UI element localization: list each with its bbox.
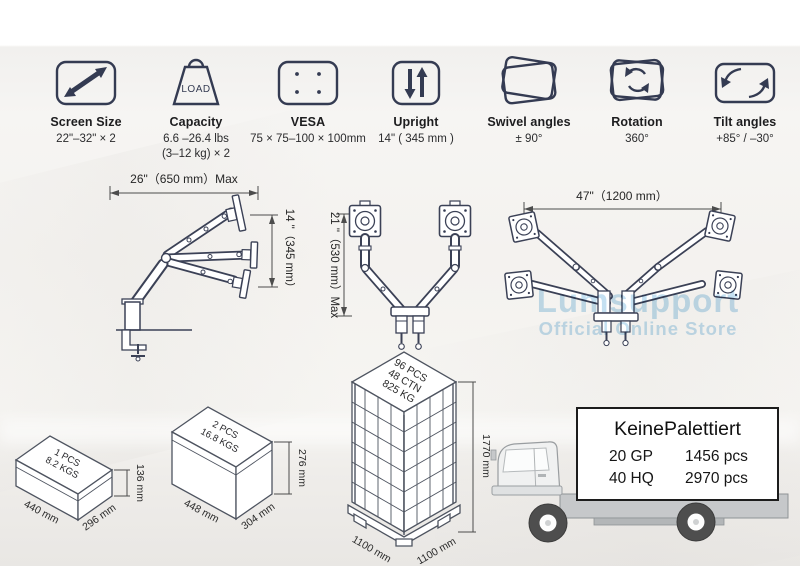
spec-rotation: Rotation 360°: [577, 56, 697, 147]
truck-rear-wheel: [676, 502, 716, 542]
pallet-stack: 96 PCS 48 CTN 825 KG 1770 mm 1100 mm 110…: [347, 351, 492, 564]
vesa-plate-top-right: [704, 210, 736, 242]
carton-grid: [351, 384, 457, 535]
vesa-plate-icon: [277, 60, 339, 106]
left-monitor-plate: [348, 200, 382, 238]
side-width-dimension: 26"（650 mm）Max: [109, 172, 259, 200]
vesa-plate-top: [221, 194, 247, 232]
spec-value: +85° / –30°: [716, 133, 774, 145]
front-height-label: 21 "（530 mm）Max: [328, 212, 341, 319]
sign-title: KeinePalettiert: [614, 418, 741, 440]
vesa-plate-bottom-left: [504, 270, 534, 300]
load-icon-text: LOAD: [181, 84, 210, 95]
spec-label: Capacity: [169, 115, 223, 129]
rotation-icon: [609, 58, 665, 102]
load-weight-icon: LOAD: [172, 58, 220, 106]
pallet-top-text: 96 PCS 48 CTN 825 KG: [380, 356, 429, 405]
pallet-base-right-label: 1100 mm: [415, 535, 458, 564]
top-view-drawing: 47"（1200 mm）: [504, 189, 743, 347]
sign-row-40hq: 40 HQ 2970 pcs: [609, 470, 777, 488]
spec-label: Tilt angles: [713, 115, 777, 129]
pallet-height-label: 1770 mm: [480, 434, 492, 478]
spec-value: 360°: [625, 133, 649, 145]
carton-box-1: 1 PCS 8.2 KGS 136 mm 440 mm 296 mm: [14, 435, 146, 533]
front-height-dimension: 21 "（530 mm）Max: [328, 212, 352, 319]
spec-vesa: VESA 75 × 75–100 × 100mm: [248, 56, 368, 147]
truck-skirt: [593, 517, 725, 526]
truck-door-handle: [538, 474, 546, 477]
spec-swivel: Swivel angles ± 90°: [469, 55, 589, 147]
pallet-base-left-label: 1100 mm: [350, 533, 393, 564]
arm-linkage: [128, 207, 251, 310]
box1-height-label: 136 mm: [134, 464, 146, 502]
spec-value-2: (3–12 kg) × 2: [161, 147, 231, 160]
dual-clamp-base: [593, 290, 639, 347]
dual-clamp-base: [390, 306, 430, 350]
spec-upright: Upright 14" ( 345 mm ): [356, 56, 476, 147]
truck-front-wheel: [528, 503, 568, 543]
desk-clamp: [116, 298, 192, 362]
spec-capacity: LOAD Capacity 6.6 –26.4 lbs (3–12 kg) × …: [136, 56, 256, 162]
vesa-plate-bottom: [227, 269, 252, 299]
side-view-drawing: 26"（650 mm）Max 14 "（345 mm）: [109, 172, 295, 362]
vesa-plate-mid: [236, 241, 259, 269]
sign-row-20gp: 20 GP 1456 pcs: [609, 448, 777, 466]
spec-label: VESA: [290, 115, 326, 129]
top-width-label: 47"（1200 mm）: [576, 189, 668, 203]
spec-value: ± 90°: [515, 133, 543, 145]
truck-bumper: [491, 485, 563, 496]
front-view-drawing: 21 "（530 mm）Max: [328, 200, 472, 350]
spec-value: 22"–32" × 2: [56, 133, 116, 145]
container-type: 40 HQ: [609, 470, 654, 487]
container-qty: 1456 pcs: [685, 448, 748, 465]
arms: [358, 233, 462, 314]
side-height-dimension: 14 "（345 mm）: [250, 209, 295, 294]
screen-size-icon: [55, 60, 117, 106]
spec-value: 6.6 –26.4 lbs: [163, 133, 229, 145]
spec-label: Rotation: [611, 115, 663, 129]
right-monitor-plate: [438, 200, 472, 238]
top-width-dimension: 47"（1200 mm）: [523, 189, 722, 216]
spec-value: 75 × 75–100 × 100mm: [250, 133, 366, 145]
upright-arrows-icon: [391, 60, 441, 106]
container-qty: 2970 pcs: [685, 470, 748, 487]
spec-label: Upright: [393, 115, 439, 129]
shipping-sign: KeinePalettiert 20 GP 1456 pcs 40 HQ 297…: [576, 407, 779, 501]
spec-value: 14" ( 345 mm ): [378, 133, 454, 145]
spec-tilt: Tilt angles +85° / –30°: [685, 56, 800, 147]
truck-mirror: [490, 449, 497, 461]
carton-box-2: 2 PCS 16.8 KGS 276 mm 448 mm 304 mm: [170, 406, 308, 532]
truck-window: [502, 447, 550, 473]
side-width-label: 26"（650 mm）Max: [130, 172, 238, 186]
spec-screen-size: Screen Size 22"–32" × 2: [26, 56, 146, 147]
box2-height-label: 276 mm: [296, 449, 308, 487]
vesa-plate-top-left: [508, 211, 540, 243]
spec-label: Screen Size: [50, 115, 122, 129]
spec-label: Swivel angles: [487, 115, 571, 129]
vesa-plate-bottom-right: [713, 270, 743, 300]
sign-rows: 20 GP 1456 pcs 40 HQ 2970 pcs: [578, 448, 777, 488]
tilt-arrows-icon: [714, 62, 776, 104]
side-height-label: 14 "（345 mm）: [283, 209, 295, 294]
container-type: 20 GP: [609, 448, 653, 465]
arms: [528, 227, 711, 307]
swivel-screens-icon: [501, 55, 557, 105]
